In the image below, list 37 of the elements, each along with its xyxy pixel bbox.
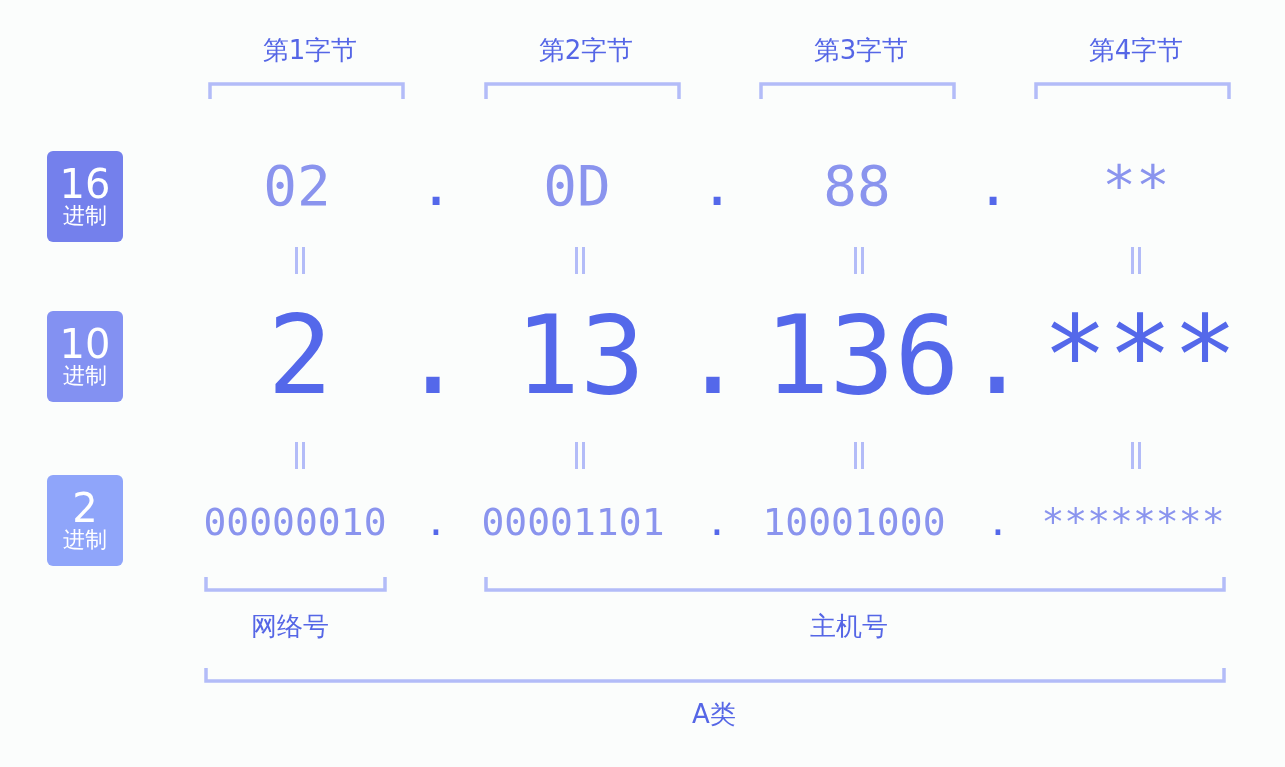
base-badge	[47, 475, 123, 566]
dot-separator: .	[705, 503, 729, 541]
decimal-value: ***	[1042, 302, 1238, 410]
bracket-label: 主机号	[810, 613, 888, 639]
hex-value: **	[1102, 158, 1170, 214]
base-badge	[47, 151, 123, 242]
bracket-label: A类	[692, 701, 736, 727]
binary-value: 10001000	[762, 503, 946, 541]
dot-separator: .	[419, 158, 453, 214]
byte-header: 第2字节	[538, 37, 634, 63]
dot-separator: .	[964, 302, 1030, 410]
base-badge	[47, 311, 123, 402]
badge-number: 10	[59, 324, 111, 365]
dot-separator: .	[680, 302, 746, 410]
byte-header: 第1字节	[262, 37, 358, 63]
decimal-value: 2	[267, 302, 333, 410]
dot-separator: .	[700, 158, 734, 214]
byte-header: 第3字节	[813, 37, 909, 63]
decimal-value: 13	[515, 302, 645, 410]
badge-number: 2	[72, 488, 98, 529]
hex-value: 0D	[543, 158, 611, 214]
badge-caption: 进制	[63, 204, 107, 229]
byte-header: 第4字节	[1088, 37, 1184, 63]
hex-value: 88	[823, 158, 891, 214]
dot-separator: .	[976, 158, 1010, 214]
dot-separator: .	[986, 503, 1010, 541]
decimal-value: 136	[764, 302, 960, 410]
dot-separator: .	[400, 302, 466, 410]
badge-caption: 进制	[63, 364, 107, 389]
bracket-label: 网络号	[251, 613, 329, 639]
dot-separator: .	[424, 503, 448, 541]
binary-value: ********	[1041, 503, 1225, 541]
binary-value: 00000010	[203, 503, 387, 541]
badge-caption: 进制	[63, 528, 107, 553]
badge-number: 16	[59, 164, 111, 205]
hex-value: 02	[263, 158, 331, 214]
binary-value: 00001101	[481, 503, 665, 541]
